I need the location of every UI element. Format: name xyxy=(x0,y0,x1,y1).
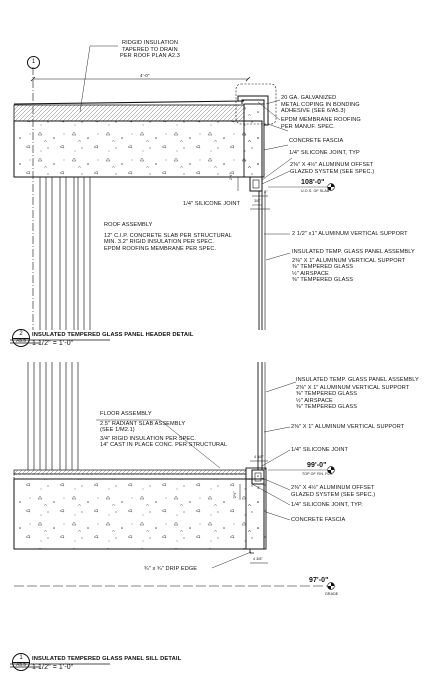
note-offset-glazed: 2⅜" X 4½" ALUMINUM OFFSET GLAZED SYSTEM … xyxy=(290,162,374,175)
note-line: FLOOR ASSEMBLY xyxy=(100,411,152,417)
note-line: ⅜" TEMPERED GLASS xyxy=(296,404,358,411)
note-line: GLAZED SYSTEM (SEE SPEC.) xyxy=(290,168,375,175)
note-line: (SEE 1/M2.1) xyxy=(100,427,135,434)
bubble-divider xyxy=(13,337,29,339)
note-ridgid-insulation: RIDGID INSULATION TAPERED TO DRAIN PER R… xyxy=(120,40,180,60)
note-silicone-joint-typ: 1/4" SILICONE JOINT, TYP. xyxy=(291,502,363,508)
elevation-label: GRADE xyxy=(325,592,339,596)
note-line: TAPERED TO DRAIN xyxy=(122,46,178,53)
note-drip-edge: ¾" x ¾" DRIP EDGE xyxy=(144,566,198,572)
note-vertical-support: 2 1/2" x1" ALUMINUM VERTICAL SUPPORT xyxy=(292,231,408,237)
note-floor-assembly: FLOOR ASSEMBLY 2.5" RADIANT SLAB ASSEMBL… xyxy=(100,411,227,449)
detail-scale: 1 1/2" = 1'-0" xyxy=(32,664,74,671)
note-line: EPDM ROOFING MEMBRANE PER SPEC. xyxy=(104,245,217,252)
note-line: 2⅜" X 1" ALUMINUM VERTICAL SUPPORT xyxy=(296,384,410,391)
detail-scale: 1 1/2" = 1'-0" xyxy=(32,340,74,347)
elevation-value: 108'-0" xyxy=(301,179,325,186)
elevation-value: 99'-0" xyxy=(307,462,327,469)
note-line: ⅜" TEMPERED GLASS xyxy=(292,277,354,284)
sheet-number: A5.5 xyxy=(16,339,26,344)
note-line: 14" CAST IN PLACE CONC. PER STRUCTURAL xyxy=(100,442,228,449)
sheet-number: A5.5 xyxy=(16,663,26,668)
note-line: 3/4" RIGID INSULATION PER SPEC. xyxy=(100,435,197,442)
note-line: METAL COPING IN BONDING xyxy=(281,101,360,108)
note-offset-glazed: 2⅜" X 4½" ALUMINUM OFFSET GLAZED SYSTEM … xyxy=(291,485,375,498)
note-line: 2⅜" X 4½" ALUMINUM OFFSET xyxy=(291,485,375,491)
bubble-divider xyxy=(13,661,29,663)
elevation-label: TOP OF FIN. FLR. xyxy=(302,472,334,476)
note-line: INSULATED TEMP. GLASS PANEL ASSEMBLY xyxy=(292,249,415,255)
note-line: EPDM MEMBRANE ROOFING xyxy=(281,117,361,123)
note-line: 2⅜" X 1" ALUMINUM VERTICAL SUPPORT xyxy=(292,257,406,264)
elevation-label: U.O.S. OF SLAB xyxy=(301,189,330,193)
note-line: ADHESIVE (SEE 6/A5.3) xyxy=(281,108,346,115)
elevation-value: 97'-0" xyxy=(309,577,329,584)
note-line: PER MANUF. SPEC. xyxy=(281,123,335,130)
note-epdm: EPDM MEMBRANE ROOFING PER MANUF. SPEC. xyxy=(281,117,361,130)
note-silicone-joint-typ: 1/4" SILICONE JOINT, TYP xyxy=(289,150,360,156)
note-line: 12" C.I.P. CONCRETE SLAB PER STRUCTURAL xyxy=(104,232,232,239)
dim-top: 4 3/8" xyxy=(254,455,264,459)
note-panel-assembly: INSULATED TEMP. GLASS PANEL ASSEMBLY 2⅜"… xyxy=(292,249,415,284)
dim-fascia: 2½" xyxy=(233,491,237,498)
dim-gap: 3/8" xyxy=(254,199,261,203)
note-line: 20 GA. GALVANIZED xyxy=(281,95,337,101)
note-panel-assembly: INSULATED TEMP. GLASS PANEL ASSEMBLY 2⅜"… xyxy=(296,377,419,411)
note-concrete-fascia: CONCRETE FASCIA xyxy=(289,138,344,144)
note-concrete-fascia: CONCRETE FASCIA xyxy=(291,517,346,523)
detail-title: INSULATED TEMPERED GLASS PANEL SILL DETA… xyxy=(32,656,182,662)
detail-title: INSULATED TEMPERED GLASS PANEL HEADER DE… xyxy=(32,332,194,338)
grid-bubble: 1 xyxy=(27,56,40,69)
note-roof-assembly: ROOF ASSEMBLY 12" C.I.P. CONCRETE SLAB P… xyxy=(104,222,232,252)
detail-number: 2 xyxy=(19,330,23,337)
note-line: ½" AIRSPACE xyxy=(296,397,333,404)
note-metal-coping: 20 GA. GALVANIZED METAL COPING IN BONDIN… xyxy=(281,95,360,115)
note-line: 2⅜" X 4½" ALUMINUM OFFSET xyxy=(290,162,374,168)
note-line: ROOF ASSEMBLY xyxy=(104,222,153,228)
dim-depth: 3" xyxy=(264,190,268,194)
note-line: MIN. 3.2" RIGID INSULATION PER SPEC. xyxy=(104,239,214,246)
note-line: ⅜" TEMPERED GLASS xyxy=(296,391,358,398)
note-line: PER ROOF PLAN A2.3 xyxy=(120,53,180,60)
note-line: 2.5" RADIANT SLAB ASSEMBLY xyxy=(100,420,186,427)
note-silicone-joint: 1/4" SILICONE JOINT xyxy=(291,447,349,453)
detail-bubble-2: 2 A5.5 xyxy=(12,329,30,347)
note-line: RIDGID INSULATION xyxy=(121,40,178,46)
note-line: ½" AIRSPACE xyxy=(292,270,329,277)
dim-bottom: 4 3/8" xyxy=(253,557,263,561)
dim-fascia: 2½" xyxy=(229,173,233,180)
note-silicone-joint: 1/4" SILICONE JOINT xyxy=(183,201,241,207)
note-vertical-support: 2⅜" X 1" ALUMINUM VERTICAL SUPPORT xyxy=(291,424,405,430)
dim-overall: 4'-0" xyxy=(140,73,150,78)
detail-bubble-1: 1 A5.5 xyxy=(12,653,30,671)
note-line: ⅜" TEMPERED GLASS xyxy=(292,264,354,271)
note-line: INSULATED TEMP. GLASS PANEL ASSEMBLY xyxy=(296,377,419,383)
detail-number: 1 xyxy=(19,654,23,661)
dim-depth: 3" xyxy=(257,486,261,490)
note-line: GLAZED SYSTEM (SEE SPEC.) xyxy=(291,491,376,498)
